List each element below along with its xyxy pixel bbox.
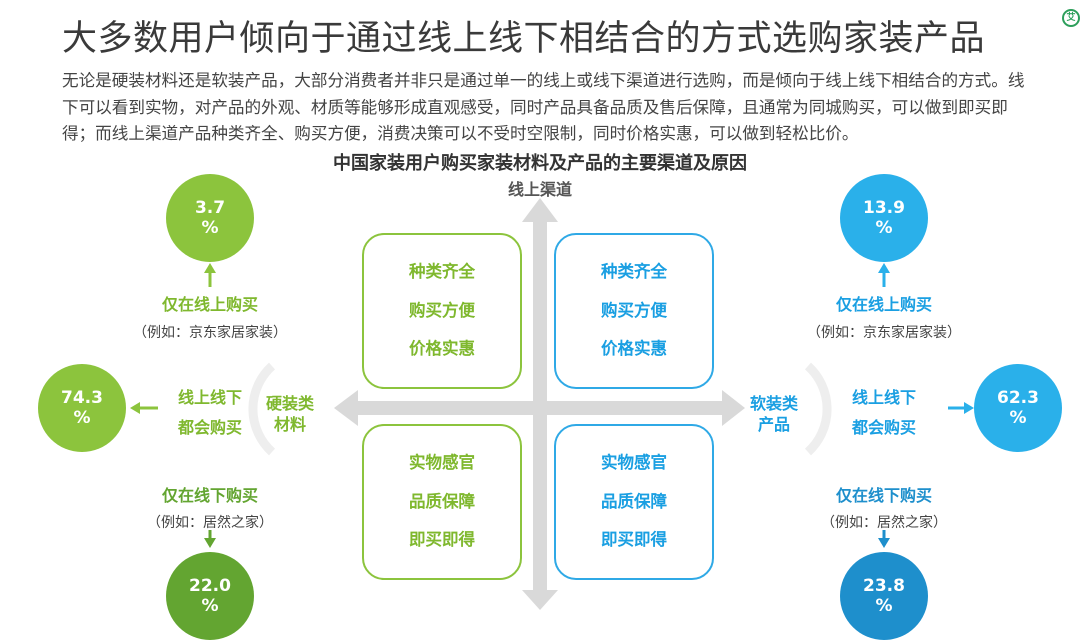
hard-both-label: 线上线下 都会购买 xyxy=(160,383,260,443)
soft-online-only-value: 13.9 xyxy=(863,198,905,218)
reason-offline-3: 即买即得 xyxy=(601,530,667,550)
diagram-title: 中国家装用户购买家装材料及产品的主要渠道及原因 xyxy=(333,153,747,174)
axis-label-hard-line2: 材料 xyxy=(274,415,307,434)
box-offline-soft: 实物感官 品质保障 即买即得 xyxy=(554,424,714,580)
hard-both-circle: 74.3 % xyxy=(38,364,126,452)
hard-both-label-line1: 线上线下 xyxy=(177,388,242,407)
hard-online-only-value: 3.7 xyxy=(194,198,226,218)
soft-online-only-label: 仅在线上购买 xyxy=(835,295,932,314)
hard-offline-only-circle: 22.0 % xyxy=(166,552,254,640)
hard-online-only-circle: 3.7 % xyxy=(166,174,254,262)
axis-label-soft: 软装类 产品 xyxy=(750,393,798,435)
axis-label-soft-line2: 产品 xyxy=(758,415,791,434)
hard-online-only-label: 仅在线上购买 xyxy=(161,295,258,314)
soft-online-only-example: （例如：京东家居家装） xyxy=(807,325,961,341)
reason-offline-1: 实物感官 xyxy=(601,453,667,473)
intro-paragraph: 无论是硬装材料还是软装产品，大部分消费者并非只是通过单一的线上或线下渠道进行选购… xyxy=(62,71,1025,143)
logo-icon: 艾 xyxy=(1062,9,1080,27)
axis-label-hard: 硬装类 材料 xyxy=(266,393,314,435)
reason-offline-2: 品质保障 xyxy=(601,491,667,511)
hard-online-only-example: （例如：京东家居家装） xyxy=(133,325,287,341)
soft-both-circle: 62.3 % xyxy=(974,364,1062,452)
reason-offline-1: 实物感官 xyxy=(409,453,475,473)
soft-offline-only-circle: 23.8 % xyxy=(840,552,928,640)
soft-online-only-circle: 13.9 % xyxy=(840,174,928,262)
hard-both-unit: % xyxy=(73,408,91,428)
axis-label-soft-line1: 软装类 xyxy=(750,394,799,413)
soft-offline-only-label: 仅在线下购买 xyxy=(835,486,932,505)
reason-offline-3: 即买即得 xyxy=(409,530,475,550)
reason-online-2: 购买方便 xyxy=(601,300,667,320)
soft-both-label-line2: 都会购买 xyxy=(851,418,916,437)
hard-offline-only-unit: % xyxy=(201,596,219,616)
reason-online-1: 种类齐全 xyxy=(601,262,667,282)
soft-both-unit: % xyxy=(1009,408,1027,428)
axis-label-online: 线上渠道 xyxy=(507,180,572,199)
reason-online-3: 价格实惠 xyxy=(409,339,475,359)
reason-online-3: 价格实惠 xyxy=(601,339,667,359)
box-online-hard: 种类齐全 购买方便 价格实惠 xyxy=(362,233,522,389)
hard-offline-only-example: （例如：居然之家） xyxy=(147,515,273,531)
page-title: 大多数用户倾向于通过线上线下相结合的方式选购家装产品 xyxy=(62,19,986,59)
reason-online-1: 种类齐全 xyxy=(409,262,475,282)
left-arc xyxy=(248,362,276,456)
reason-online-2: 购买方便 xyxy=(409,300,475,320)
soft-offline-only-value: 23.8 xyxy=(863,576,905,596)
hard-online-only-unit: % xyxy=(201,218,219,238)
right-arc xyxy=(804,362,832,456)
soft-both-label-line1: 线上线下 xyxy=(851,388,916,407)
axis-cross xyxy=(334,198,745,610)
box-offline-hard: 实物感官 品质保障 即买即得 xyxy=(362,424,522,580)
soft-offline-only-example: （例如：居然之家） xyxy=(821,515,947,531)
soft-arrows xyxy=(878,263,974,414)
hard-offline-only-label: 仅在线下购买 xyxy=(161,486,258,505)
soft-both-label: 线上线下 都会购买 xyxy=(834,383,934,443)
axis-label-hard-line1: 硬装类 xyxy=(266,394,315,413)
box-online-soft: 种类齐全 购买方便 价格实惠 xyxy=(554,233,714,389)
diagram-graphics xyxy=(130,198,974,610)
hard-both-value: 74.3 xyxy=(61,388,103,408)
hard-both-label-line2: 都会购买 xyxy=(177,418,242,437)
soft-online-only-unit: % xyxy=(875,218,893,238)
soft-offline-only-unit: % xyxy=(875,596,893,616)
soft-both-value: 62.3 xyxy=(997,388,1039,408)
hard-offline-only-value: 22.0 xyxy=(189,576,231,596)
reason-offline-2: 品质保障 xyxy=(409,491,475,511)
hard-arrows xyxy=(130,263,216,414)
